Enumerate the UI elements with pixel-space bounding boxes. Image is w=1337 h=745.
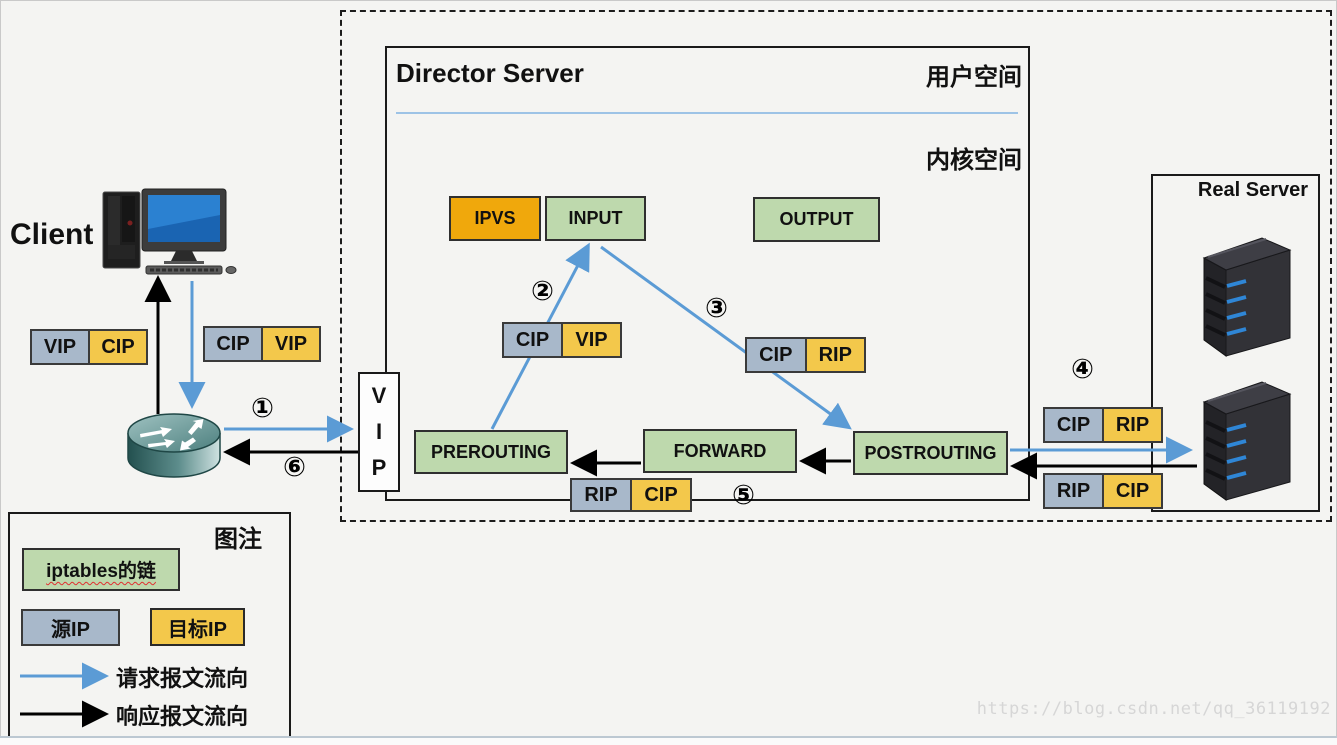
director-server-box (385, 46, 1030, 501)
client-computer-icon (102, 188, 237, 275)
packet-label-to-real-server: CIP RIP (1043, 407, 1163, 443)
source-ip-cell: CIP (502, 322, 562, 358)
legend-chain-swatch: iptables的链 (22, 548, 180, 591)
source-ip-cell: CIP (1043, 407, 1103, 443)
step-3-badge: ③ (705, 293, 728, 324)
router-icon (127, 413, 221, 478)
dest-ip-cell: VIP (262, 326, 321, 362)
dest-ip-cell: RIP (1103, 407, 1163, 443)
user-kernel-divider (396, 112, 1018, 114)
source-ip-cell: VIP (30, 329, 89, 365)
packet-label-client-request: CIP VIP (203, 326, 321, 362)
dest-ip-cell: CIP (631, 478, 692, 512)
step-1-badge: ① (251, 393, 274, 424)
step-4-badge: ④ (1071, 354, 1094, 385)
step-2-badge: ② (531, 276, 554, 307)
vip-letter: I (375, 419, 383, 444)
dest-ip-cell: VIP (562, 322, 622, 358)
chain-output: OUTPUT (753, 197, 880, 242)
legend-title: 图注 (214, 526, 262, 553)
step-5-badge: ⑤ (732, 480, 755, 511)
server-icon (1202, 381, 1292, 501)
client-label: Client (10, 218, 94, 251)
real-server-title: Real Server (1197, 179, 1308, 201)
dest-ip-cell: CIP (1103, 473, 1163, 509)
source-ip-cell: CIP (745, 337, 806, 373)
packet-label-director-response: RIP CIP (570, 478, 692, 512)
source-ip-cell: RIP (1043, 473, 1103, 509)
director-server-title: Director Server (396, 58, 584, 88)
source-ip-cell: RIP (570, 478, 631, 512)
vip-interface-node: V I P (358, 372, 400, 492)
packet-label-from-real-server: RIP CIP (1043, 473, 1163, 509)
legend-response-flow-label: 响应报文流向 (116, 704, 249, 729)
step-6-badge: ⑥ (283, 452, 306, 483)
request-arrow-input-postrouting (600, 245, 852, 430)
vip-letter: P (371, 455, 387, 480)
packet-label-input-postrouting: CIP RIP (745, 337, 866, 373)
packet-label-client-response: VIP CIP (30, 329, 148, 365)
chain-prerouting: PREROUTING (414, 430, 568, 474)
bottom-divider (0, 736, 1337, 738)
packet-label-prerouting-input: CIP VIP (502, 322, 622, 358)
chain-forward: FORWARD (643, 429, 797, 473)
dest-ip-cell: RIP (805, 337, 866, 373)
legend-request-flow-label: 请求报文流向 (116, 666, 249, 691)
chain-ipvs: IPVS (449, 196, 541, 241)
legend-source-ip-swatch: 源IP (21, 609, 120, 646)
bottom-strip (0, 738, 1337, 745)
legend-dest-ip-swatch: 目标IP (150, 608, 245, 646)
dest-ip-cell: CIP (89, 329, 148, 365)
director-host-dashed-border (340, 10, 1332, 522)
source-ip-cell: CIP (203, 326, 262, 362)
watermark-url: https://blog.csdn.net/qq_36119192 (976, 699, 1331, 719)
chain-postrouting: POSTROUTING (853, 431, 1008, 475)
vip-letter: V (371, 383, 387, 408)
kernel-space-label: 内核空间 (926, 147, 1022, 174)
user-space-label: 用户空间 (926, 64, 1022, 91)
legend-chain-label: iptables的链 (46, 561, 156, 582)
server-icon (1202, 237, 1292, 357)
real-server-box (1151, 174, 1320, 512)
chain-input: INPUT (545, 196, 646, 241)
